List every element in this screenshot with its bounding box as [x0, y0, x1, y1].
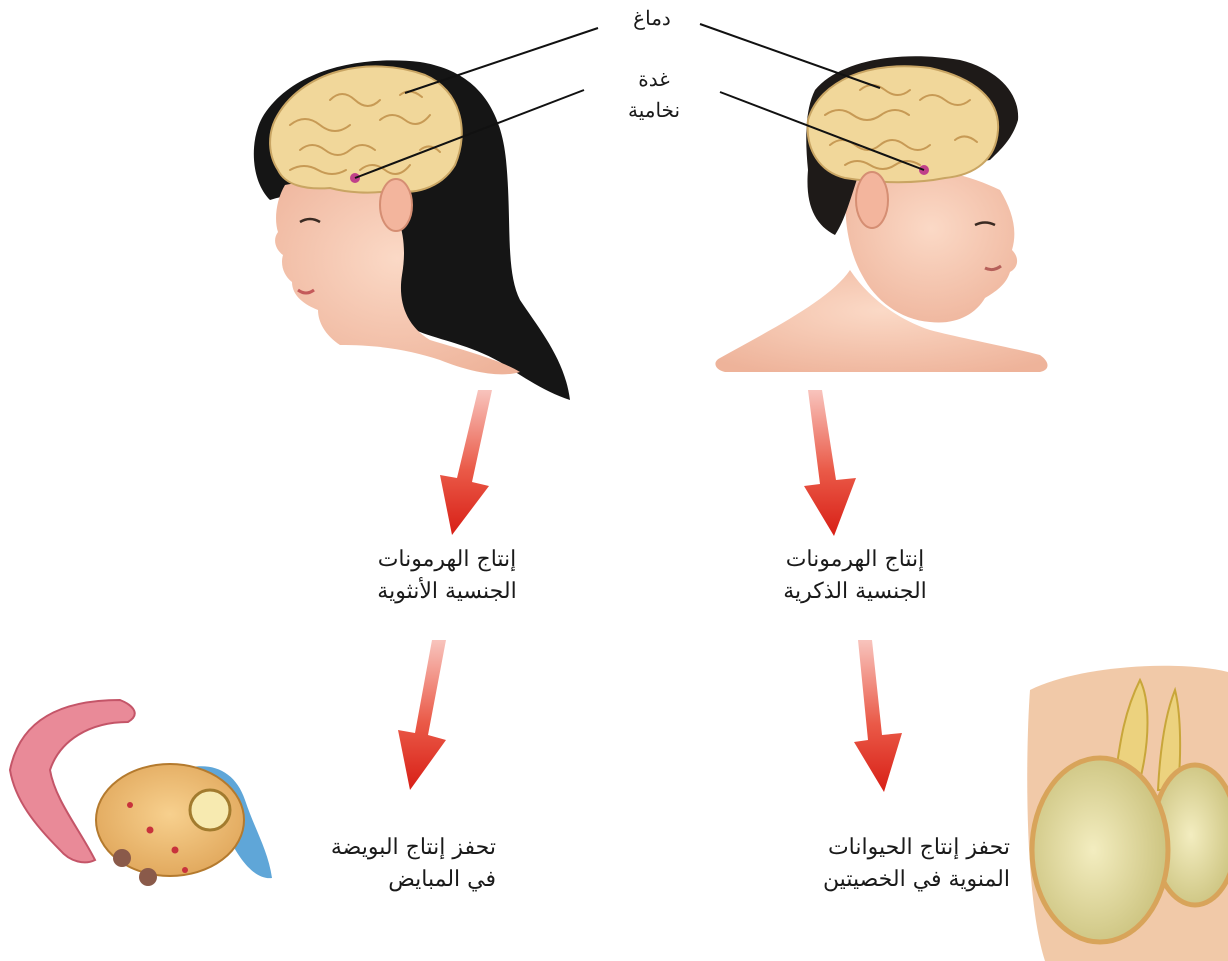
female-effect-line2: في المبايض: [296, 864, 496, 896]
male-ear: [856, 172, 888, 228]
male-brain: [808, 66, 998, 182]
testes-illustration: [1027, 666, 1228, 961]
male-hormones-line1: إنتاج الهرمونات: [760, 544, 950, 576]
brain-label-text: دماغ: [612, 4, 692, 33]
pituitary-gland-label: غدة نخامية: [606, 64, 702, 126]
pituitary-label-line2: نخامية: [606, 95, 702, 126]
male-effect-label: تحفز إنتاج الحيوانات المنوية في الخصيتين: [800, 832, 1010, 896]
female-effect-label: تحفز إنتاج البويضة في المبايض: [296, 832, 496, 896]
arrow-female-ovary: [398, 640, 446, 790]
arrow-female-hormones: [440, 390, 492, 535]
testis-left: [1032, 758, 1168, 942]
female-effect-line1: تحفز إنتاج البويضة: [296, 832, 496, 864]
male-hormones-line2: الجنسية الذكرية: [760, 576, 950, 608]
ovary-spot: [139, 868, 157, 886]
ovary-illustration: [10, 700, 272, 886]
male-effect-line1: تحفز إنتاج الحيوانات: [800, 832, 1010, 864]
ovary-spot: [113, 849, 131, 867]
ovary-spot: [147, 827, 154, 834]
female-hormones-label: إنتاج الهرمونات الجنسية الأنثوية: [352, 544, 542, 608]
female-hormones-line2: الجنسية الأنثوية: [352, 576, 542, 608]
leader-brain-female: [405, 28, 598, 93]
leader-brain-male: [700, 24, 880, 88]
pituitary-label-line1: غدة: [606, 64, 702, 95]
male-hormones-label: إنتاج الهرمونات الجنسية الذكرية: [760, 544, 950, 608]
female-ear: [380, 179, 412, 231]
female-hormones-line1: إنتاج الهرمونات: [352, 544, 542, 576]
arrow-male-testes: [854, 640, 902, 792]
ovary-spot: [172, 847, 179, 854]
male-head-illustration: [715, 56, 1047, 372]
ovary-spot: [182, 867, 188, 873]
arrow-male-hormones: [804, 390, 856, 536]
male-effect-line2: المنوية في الخصيتين: [800, 864, 1010, 896]
brain-label: دماغ: [612, 4, 692, 33]
ovary-spot: [127, 802, 133, 808]
female-head-illustration: [254, 60, 570, 400]
ovary-follicle: [190, 790, 230, 830]
